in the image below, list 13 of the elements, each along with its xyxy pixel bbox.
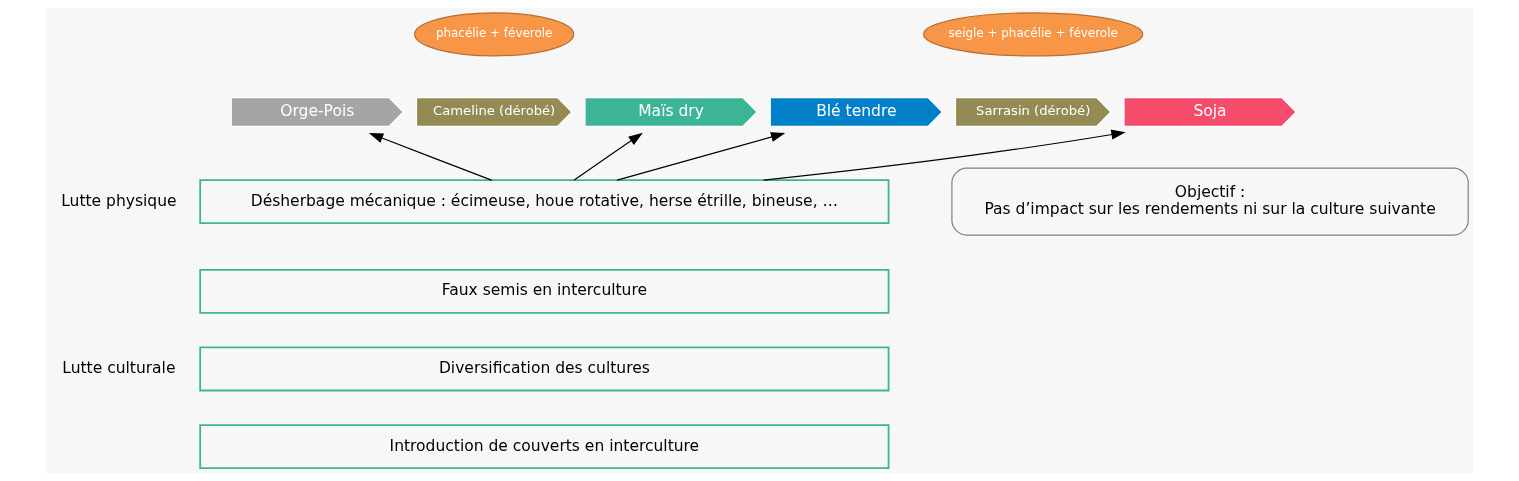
label: Lutte physique xyxy=(61,191,177,210)
node-ellipse: phacélie + féverole xyxy=(414,12,575,57)
arrow xyxy=(763,129,1126,181)
arrow xyxy=(368,133,493,181)
arrow xyxy=(573,132,643,181)
node-box: Objectif : Pas d’impact sur les rendements ni sur la culture suivante xyxy=(951,167,1469,236)
node-box: Désherbage mécanique : écimeuse, houe rotative, herse étrille, bineuse, … xyxy=(199,179,890,225)
arrow xyxy=(616,132,786,181)
node-box: Diversification des cultures xyxy=(199,346,890,392)
node-box: Introduction de couverts en interculture xyxy=(199,424,890,470)
node-box: Faux semis en interculture xyxy=(199,268,890,314)
node-ellipse: seigle + phacélie + féverole xyxy=(923,12,1144,57)
label: Lutte culturale xyxy=(62,359,176,378)
